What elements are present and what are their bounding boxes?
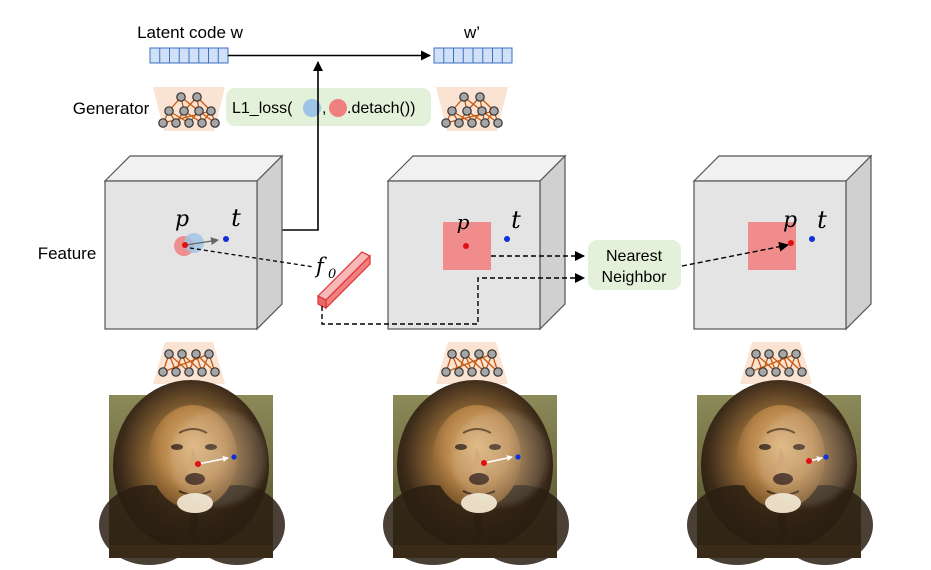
- lion-image-1: [98, 379, 286, 566]
- f0-to-nn-arrow: [321, 273, 585, 325]
- loss-prefix: L1_loss(: [232, 100, 293, 117]
- feature-label: Feature: [38, 244, 97, 263]
- loss-red-circle-icon: [329, 99, 347, 117]
- latent-code-bar: [149, 47, 229, 64]
- feature-vector-label: f: [314, 254, 327, 278]
- loss-box: [226, 88, 431, 126]
- handle-point-dot-2: [463, 243, 469, 249]
- target-point-label-3: t: [817, 206, 827, 234]
- shifted-region-circle: [184, 233, 204, 253]
- motion-arrow: [185, 237, 219, 246]
- loss-blue-circle-icon: [303, 99, 321, 117]
- handle-point-dot: [182, 242, 188, 248]
- generator-icon-2: [435, 86, 509, 132]
- nn-to-handle-arrow: [681, 241, 789, 267]
- target-point-label-2: t: [511, 206, 521, 234]
- target-point-dot-3: [809, 236, 815, 242]
- updated-latent-bar: [433, 47, 513, 64]
- generator-icon-5: [739, 341, 813, 385]
- lion-image-2: [382, 379, 570, 566]
- generator-icon-3: [152, 341, 226, 385]
- target-point-label: t: [231, 204, 241, 232]
- loss-suffix: .detach()): [347, 100, 415, 117]
- target-point-dot: [223, 236, 229, 242]
- nearest-label-line2: Neighbor: [602, 269, 668, 286]
- loss-comma: ,: [322, 100, 326, 117]
- handle-point-label-2: p: [457, 210, 470, 234]
- target-point-dot-2: [504, 236, 510, 242]
- nearest-label-line1: Nearest: [606, 248, 663, 265]
- updated-latent-label: w’: [463, 23, 480, 42]
- generator-icon-1: [152, 86, 226, 132]
- updated-handle-dot: [788, 240, 794, 246]
- latent-code-label: Latent code w: [137, 23, 244, 42]
- feature-vector-subscript: 0: [328, 267, 336, 282]
- handle-point-label: p: [175, 207, 189, 232]
- generator-icon-4: [435, 341, 509, 385]
- nearest-neighbor-box: [588, 240, 681, 290]
- lion-image-3: [686, 379, 874, 566]
- feature-vector-f0: [316, 251, 372, 310]
- generator-label: Generator: [73, 99, 150, 118]
- handle-point-label-3: p: [783, 208, 797, 233]
